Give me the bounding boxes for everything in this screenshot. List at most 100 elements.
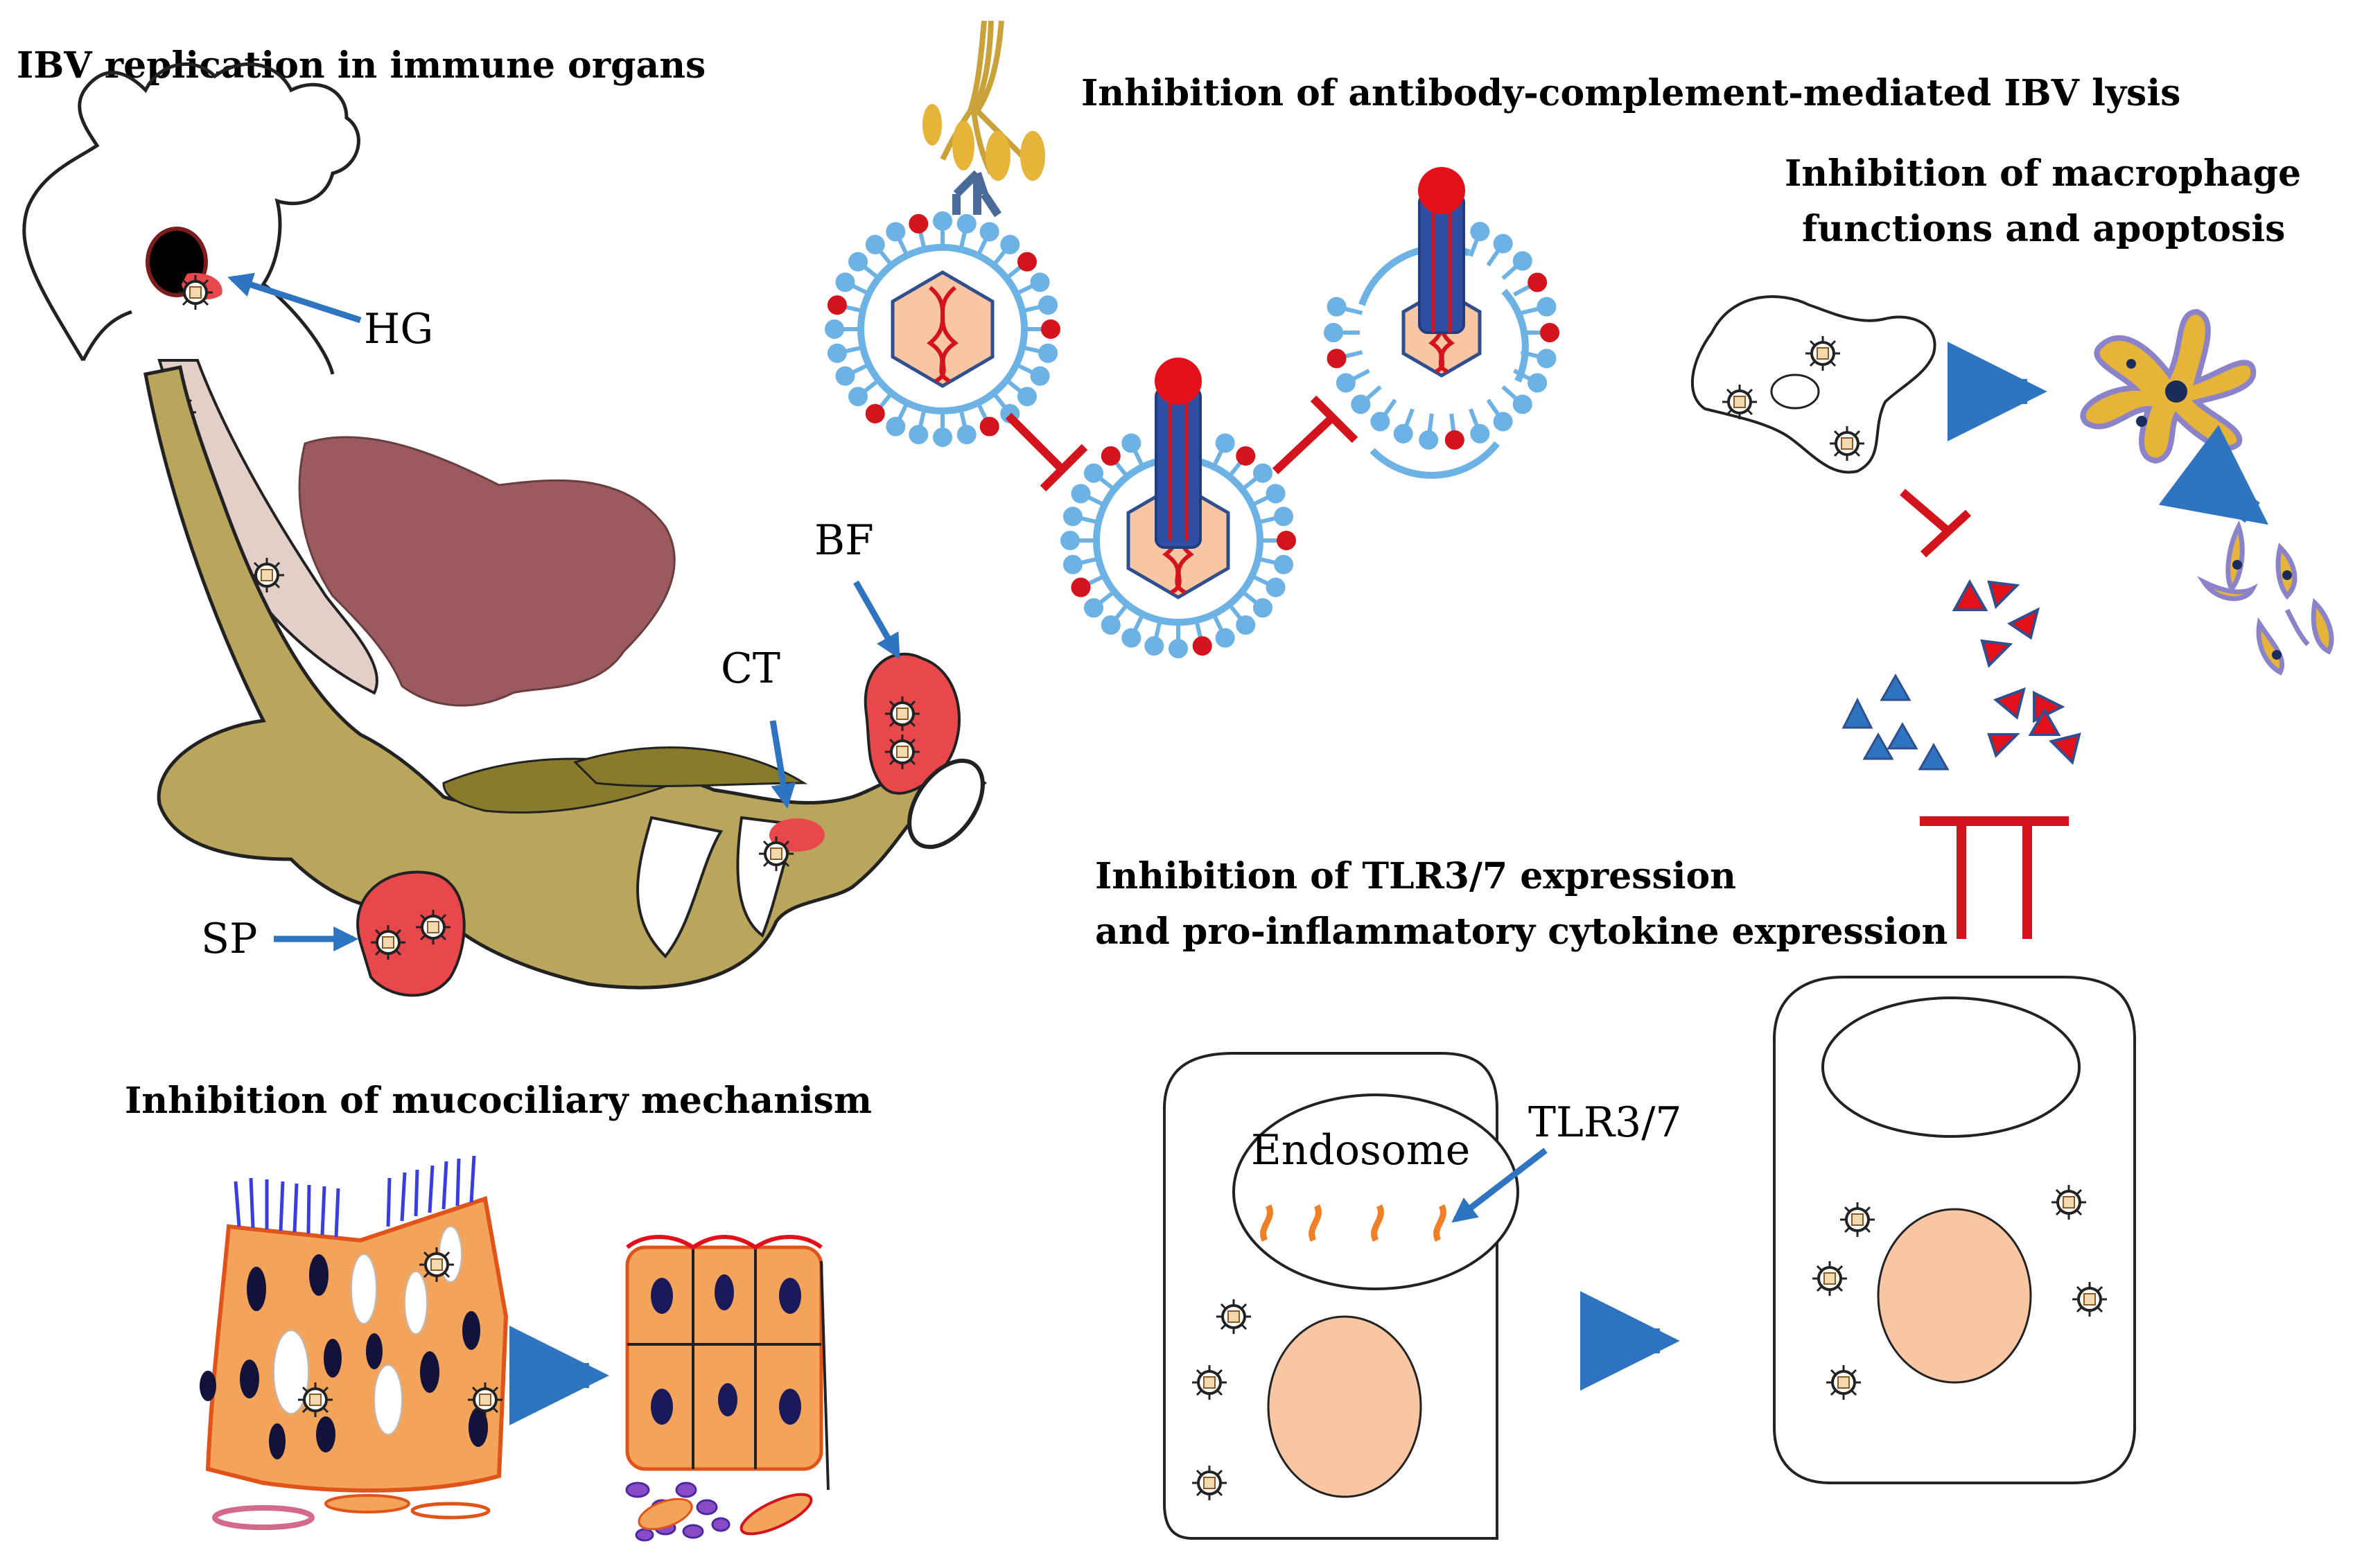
arrow-ct (769, 720, 796, 809)
label-sp: SP (201, 915, 257, 963)
heading-antibody-lysis: Inhibition of antibody-complement-mediat… (1081, 72, 2180, 114)
virion-mac-forming (1060, 358, 1296, 658)
lipid-head (1419, 430, 1439, 450)
lipid-head (1537, 349, 1557, 369)
lipid-tail (1015, 362, 1035, 376)
lipid-head (1351, 394, 1371, 414)
lipid-head (1215, 433, 1235, 453)
lipid-head (1060, 531, 1080, 550)
arrow-hg (227, 272, 362, 324)
lipid-tail (1211, 613, 1225, 633)
lipid-head (956, 425, 977, 445)
lipid-tail (1251, 494, 1270, 507)
cilia (234, 1155, 476, 1238)
complement-section (825, 20, 1559, 658)
lipid-tail (861, 264, 880, 280)
lipid-tail (918, 229, 927, 250)
apoptotic-fragment-2 (2126, 359, 2136, 369)
chicken-head-outline (22, 62, 360, 375)
submucosa-cells-1 (212, 1494, 491, 1530)
lipid-head (1038, 295, 1058, 315)
epithelium-nuclei (200, 1254, 488, 1459)
cytokines-red (1952, 579, 2081, 765)
lipid-tail (1227, 459, 1243, 478)
cecal-tonsil (769, 818, 825, 852)
lipid-tail (1005, 264, 1024, 280)
lipid-tail (918, 408, 927, 429)
lipid-head (835, 366, 855, 386)
lipid-head (1537, 297, 1557, 317)
lipid-head (1512, 251, 1532, 271)
label-bf: BF (814, 516, 874, 565)
lipid-head (1327, 349, 1347, 369)
lipid-tail (850, 362, 870, 376)
lipid-tail (1241, 590, 1259, 606)
lipid-head (825, 319, 844, 339)
lipid-tail (1251, 574, 1270, 587)
lipid-tail (976, 402, 989, 421)
inhibit-cell-cytokine (1920, 816, 2069, 939)
lipid-tail (1153, 620, 1162, 640)
lipid-tail (850, 283, 870, 296)
lipid-tail (1015, 283, 1035, 296)
label-hg: HG (364, 305, 433, 353)
lipid-tail (959, 408, 968, 429)
c1q-head-1 (952, 121, 974, 170)
spleen (356, 870, 466, 997)
lipid-head (1215, 628, 1235, 648)
lipid-head (827, 295, 847, 315)
lipid-head (1393, 423, 1413, 443)
lipid-head (865, 403, 885, 423)
lipid-head (1266, 484, 1286, 504)
lipid-tail (1257, 516, 1278, 525)
virion-lysed (1324, 167, 1559, 479)
c1q-head-2 (986, 131, 1010, 181)
lipid-head (865, 235, 885, 255)
lipid-head (1277, 531, 1296, 550)
apoptotic-fragment-1 (2136, 416, 2147, 427)
lipid-tail (1351, 369, 1370, 382)
lipid-tail (1022, 304, 1042, 313)
liver (298, 436, 676, 707)
lipid-tail (1086, 574, 1105, 587)
lipid-tail (843, 345, 864, 354)
lipid-head (1071, 484, 1091, 504)
macrophage-section (1690, 295, 2334, 676)
mucociliary-section (200, 1155, 830, 1542)
lipid-head (979, 222, 999, 242)
lipid-tail (1194, 620, 1203, 640)
lipid-tail (992, 248, 1008, 267)
lipid-head (1101, 446, 1121, 466)
lipid-tail (1097, 590, 1116, 606)
chicken-illustration (22, 62, 987, 997)
lipid-tail (1078, 556, 1099, 565)
lipid-tail (1449, 413, 1456, 434)
lipid-head (933, 428, 952, 447)
lipid-tail (992, 392, 1008, 410)
lipid-head (1030, 272, 1050, 292)
lipid-head (1121, 628, 1141, 648)
label-ct: CT (721, 644, 780, 693)
lipid-head (1493, 412, 1513, 432)
lipid-tail (896, 402, 909, 421)
lipid-head (848, 387, 868, 407)
lipid-head (1084, 598, 1104, 618)
lipid-head (1121, 433, 1141, 453)
inhibit-macrophage-cytokine (1900, 489, 1972, 558)
lipid-head (1101, 615, 1121, 635)
lipid-head (1327, 297, 1347, 317)
lipid-head (827, 343, 847, 363)
lipid-tail (1403, 408, 1415, 428)
lipid-head (1000, 235, 1020, 255)
lipid-head (979, 416, 999, 437)
lipid-head (1144, 636, 1164, 656)
lipid-head (1444, 430, 1464, 450)
lipid-head (1336, 373, 1356, 393)
lipid-head (1528, 272, 1548, 292)
apoptotic-body-dot-3 (2272, 650, 2282, 660)
lipid-tail (1520, 350, 1541, 359)
lipid-tail (896, 237, 909, 256)
cloaca-ring (907, 758, 985, 850)
lipid-tail (959, 229, 968, 250)
lipid-head (1192, 636, 1212, 656)
